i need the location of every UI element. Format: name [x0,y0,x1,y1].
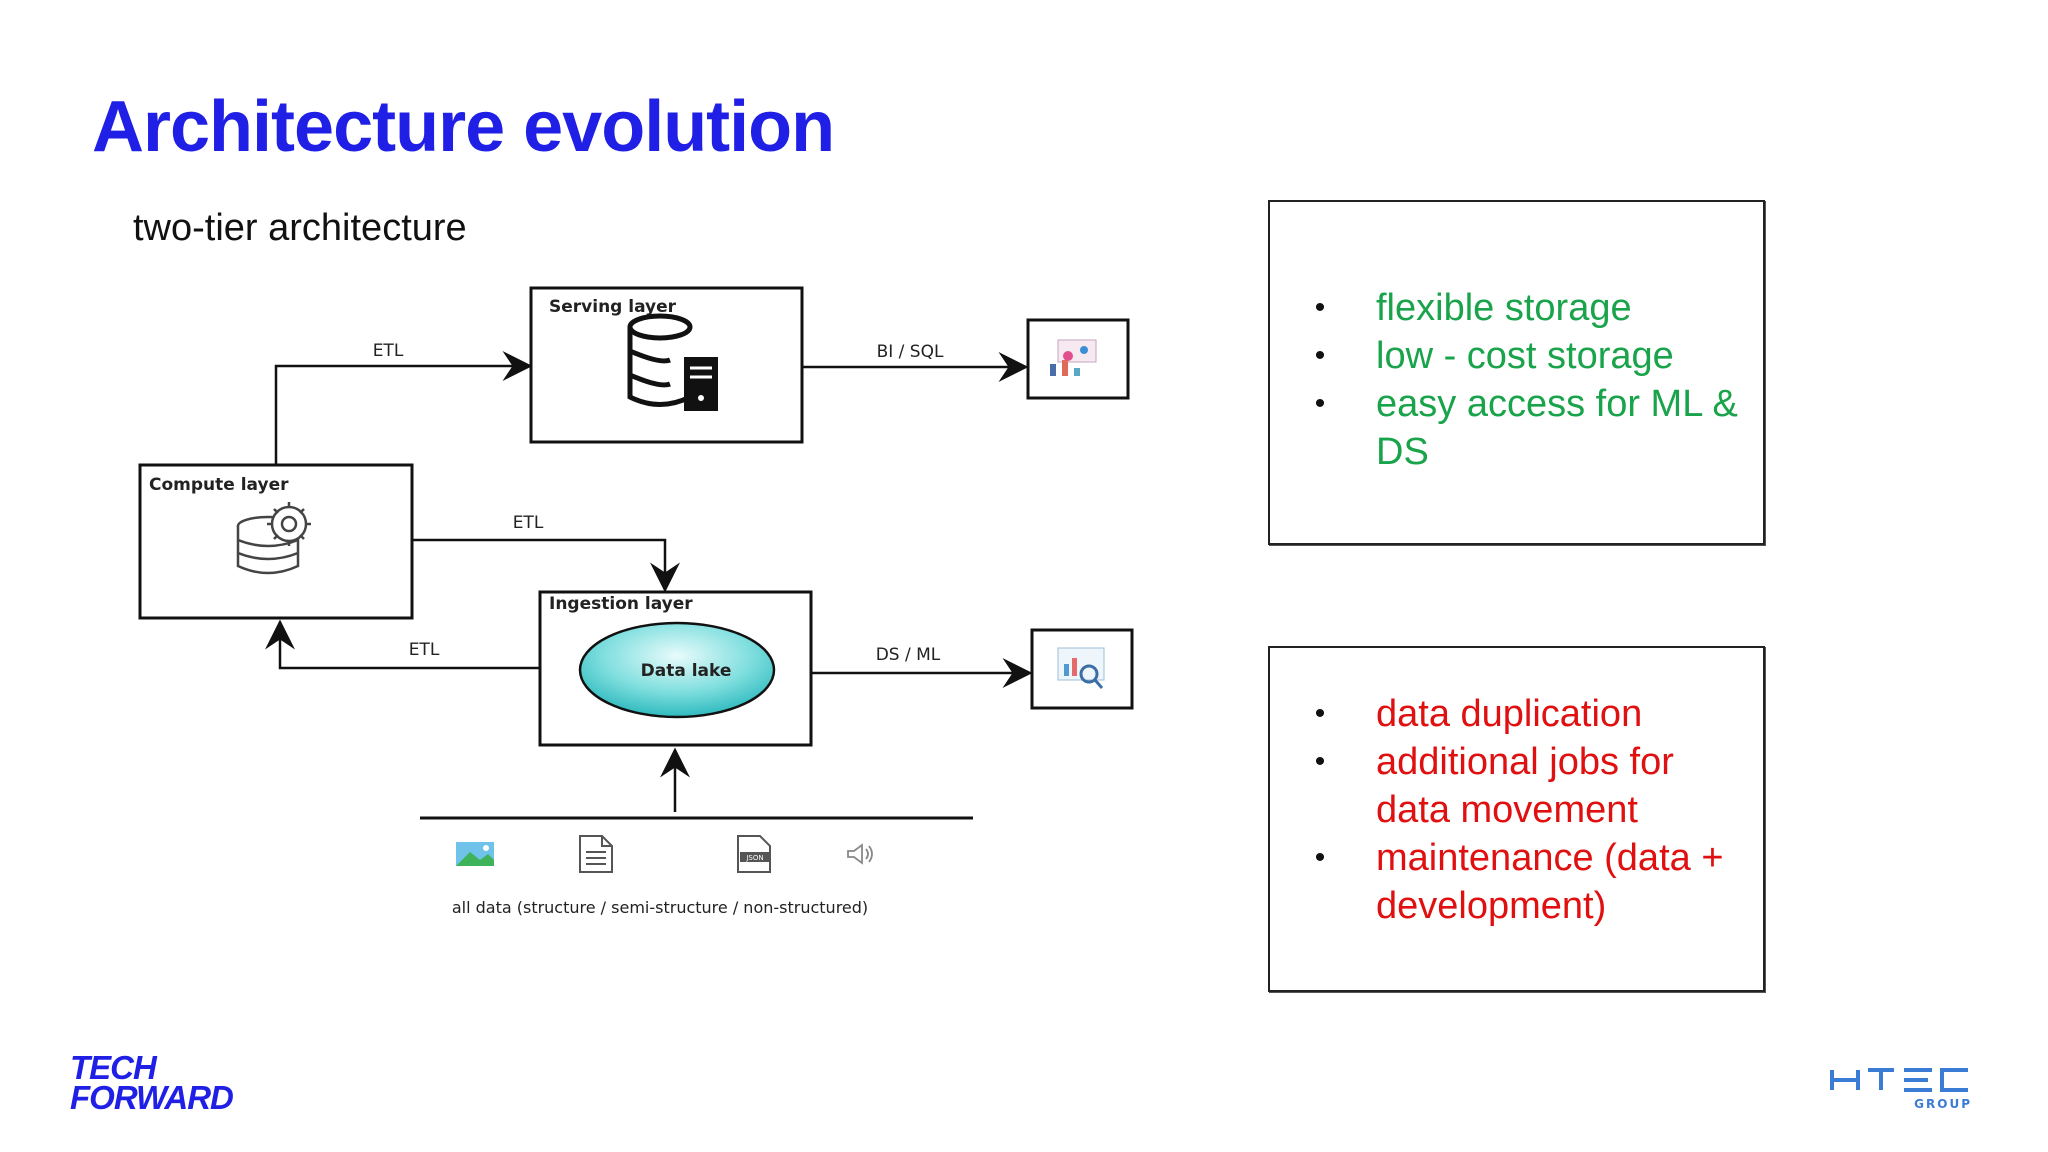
compute-layer-label: Compute layer [149,475,289,495]
pros-card: •flexible storage •low - cost storage •e… [1268,200,1765,545]
list-item: •maintenance (data + development) [1310,834,1756,930]
ingestion-layer-label: Ingestion layer [549,594,693,614]
edge-label-bi-sql: BI / SQL [877,342,944,362]
edge-label-etl: ETL [409,640,440,660]
sources-label: all data (structure / semi-structure / n… [452,898,868,917]
image-icon [456,842,494,866]
serving-layer-label: Serving layer [549,297,677,317]
pros-list: •flexible storage •low - cost storage •e… [1310,284,1756,476]
database-server-icon [627,313,718,411]
edge-ingestion-to-compute: ETL [265,619,540,670]
htec-group-label: GROUP [1914,1097,1972,1111]
ds-ml-output-box [1030,628,1134,710]
data-lake-node: Data lake [578,621,776,719]
database-gear-icon [236,502,311,575]
list-item: •data duplication [1310,690,1756,738]
edge-label-ds-ml: DS / ML [876,645,941,665]
bullet-icon: • [1314,291,1326,324]
svg-text:JSON: JSON [745,854,763,862]
json-file-icon: JSON [737,835,771,873]
logo-line-forward: FORWARD [70,1079,234,1116]
compute-layer-box: Compute layer [138,463,414,620]
slide-subtitle: two-tier architecture [133,207,467,249]
ingestion-layer-box: Ingestion layer Data lake [538,590,813,747]
edge-ingestion-to-dsml: DS / ML [811,645,1033,688]
edge-serving-to-bi: BI / SQL [802,342,1029,382]
analytics-magnifier-icon [1057,647,1105,689]
bullet-icon: • [1314,339,1326,372]
document-icon [579,835,613,873]
tech-forward-logo: TECH FORWARD [70,1049,250,1116]
architecture-diagram: Serving layer Compute layer Ingestion [138,286,1134,917]
bullet-icon: • [1314,745,1326,778]
list-item: •easy access for ML & DS [1310,380,1756,476]
cons-list: •data duplication •additional jobs for d… [1310,690,1756,930]
logo-line-tech: TECH [70,1049,157,1086]
bullet-icon: • [1314,841,1326,874]
edge-compute-to-ingestion: ETL [412,513,680,593]
slide-title: Architecture evolution [92,87,835,167]
cons-card: •data duplication •additional jobs for d… [1268,646,1765,992]
bi-output-box [1026,318,1130,400]
list-item: •additional jobs for data movement [1310,738,1756,834]
edge-compute-to-serving: ETL [274,341,533,465]
bullet-icon: • [1314,697,1326,730]
audio-icon [847,843,873,865]
edge-label-etl: ETL [513,513,544,533]
list-item: •low - cost storage [1310,332,1756,380]
edge-label-etl: ETL [373,341,404,361]
list-item: •flexible storage [1310,284,1756,332]
htec-group-logo: GROUP [1830,1068,1972,1111]
serving-layer-box: Serving layer [529,286,804,444]
bi-dashboard-icon [1050,339,1097,376]
bullet-icon: • [1314,387,1326,420]
data-lake-label: Data lake [641,661,732,681]
